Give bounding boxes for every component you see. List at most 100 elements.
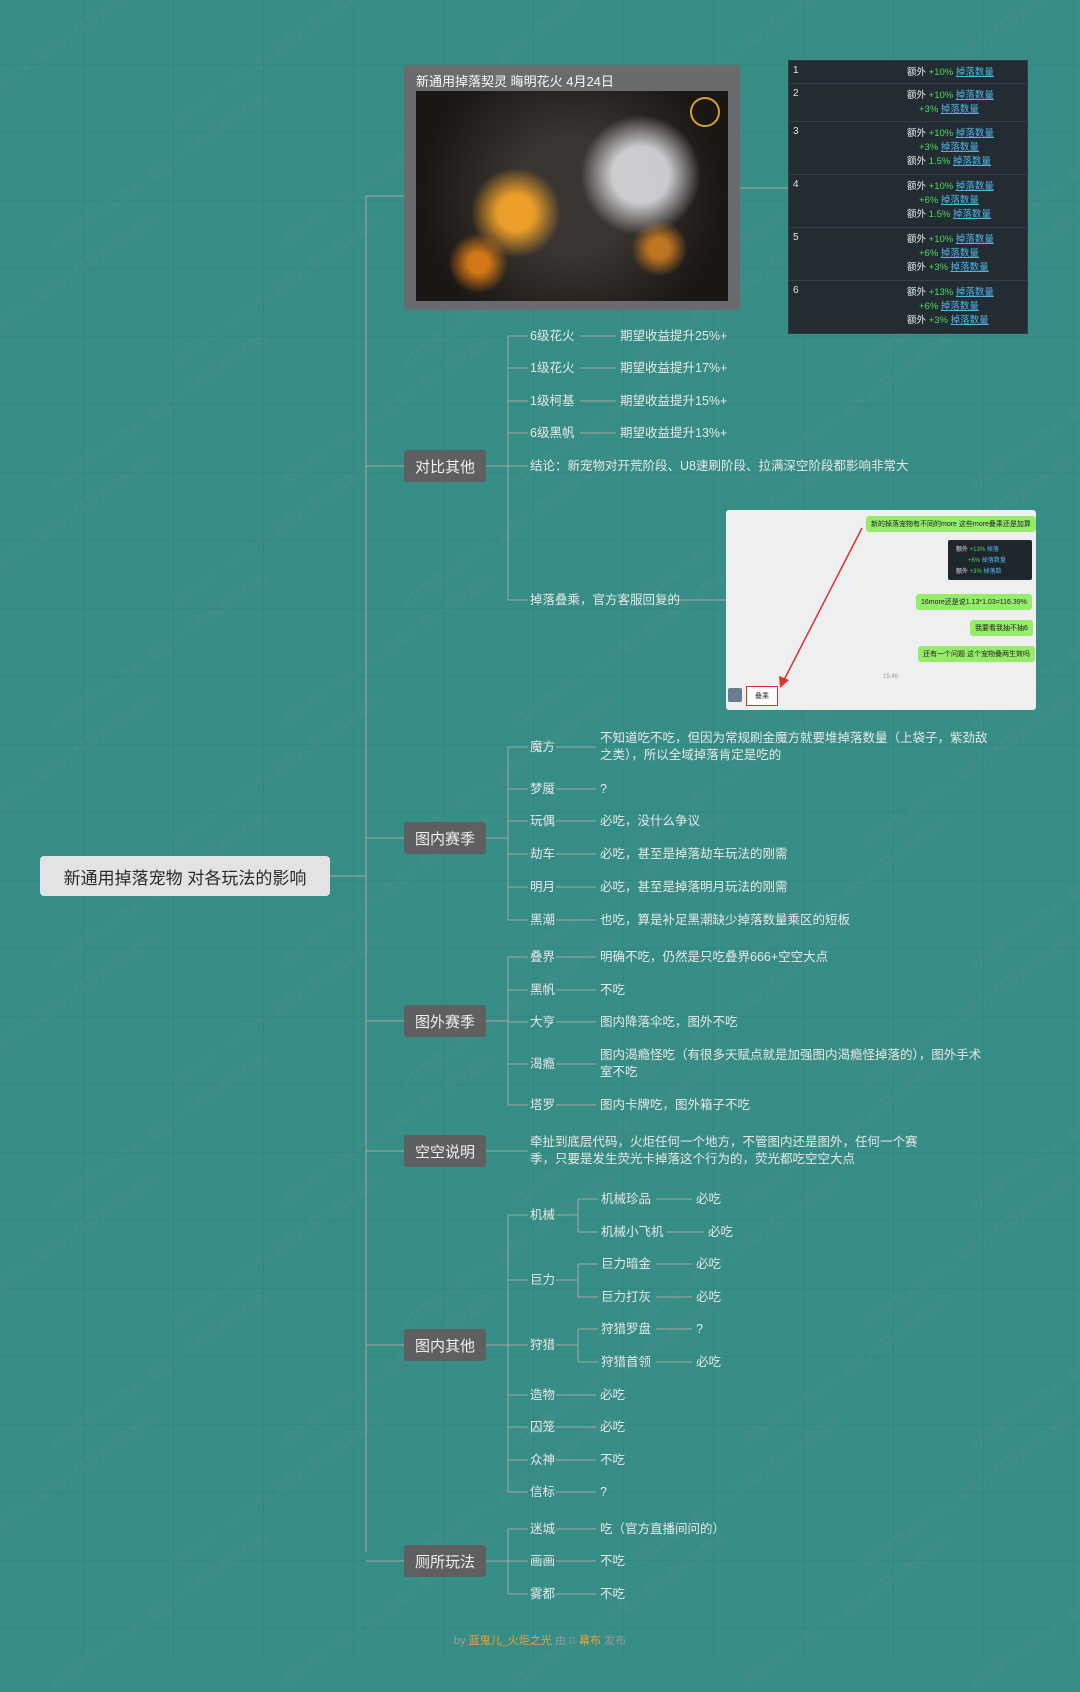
inother-key[interactable]: 信标 xyxy=(530,1485,556,1499)
compare-value[interactable]: 期望收益提升17%+ xyxy=(620,361,728,375)
compare-key[interactable]: 1级花火 xyxy=(530,361,575,375)
branch-outmap-season[interactable]: 图外赛季 xyxy=(404,1005,486,1037)
inmap-value[interactable]: 不知道吃不吃，但因为常规刷金魔方就要堆掉落数量（上袋子，紫劲敌之类），所以全域掉… xyxy=(600,731,988,762)
stats-percent: +6% xyxy=(919,301,939,312)
chat-message: 16more还是说1.13*1.03=116.39% xyxy=(916,594,1032,610)
inmap-value[interactable]: 必吃，甚至是掉落劫车玩法的刚需 xyxy=(600,847,788,861)
compare-key[interactable]: 6级花火 xyxy=(530,329,575,343)
stats-drop-link[interactable]: 掉落数量 xyxy=(952,209,991,220)
stats-drop-link[interactable]: 掉落数量 xyxy=(955,287,994,298)
inother-key[interactable]: 囚笼 xyxy=(530,1420,556,1434)
inother-value[interactable]: 必吃 xyxy=(696,1355,722,1369)
compare-stack-note[interactable]: 掉落叠乘，官方客服回复的 xyxy=(530,593,681,607)
toilet-key[interactable]: 雾都 xyxy=(530,1587,556,1601)
stats-percent: +3% xyxy=(919,142,939,153)
toilet-key[interactable]: 画画 xyxy=(530,1554,556,1568)
outmap-value[interactable]: 不吃 xyxy=(600,983,626,997)
branch-kongkong[interactable]: 空空说明 xyxy=(404,1135,486,1167)
inmap-value[interactable]: 必吃，甚至是掉落明月玩法的刚需 xyxy=(600,880,788,894)
inother-value[interactable]: 必吃 xyxy=(600,1420,626,1434)
stats-drop-link[interactable]: 掉落数量 xyxy=(940,195,979,206)
inother-value[interactable]: ? xyxy=(600,1485,607,1499)
stats-level: 5 xyxy=(793,232,799,243)
compare-conclusion[interactable]: 结论：新宠物对开荒阶段、U8速刷阶段、拉满深空阶段都影响非常大 xyxy=(530,459,909,473)
toilet-value[interactable]: 不吃 xyxy=(600,1587,626,1601)
stats-line: 额外 +10% 掉落数量 xyxy=(907,64,994,78)
inother-item[interactable]: 机械小飞机 xyxy=(601,1225,664,1239)
branch-toilet[interactable]: 厕所玩法 xyxy=(404,1545,486,1577)
chat-reply-highlight: 叠乘 xyxy=(746,686,778,706)
chat-message: 还有一个问题 这个宠物叠两生效吗 xyxy=(918,646,1035,662)
inother-item[interactable]: 机械珍品 xyxy=(601,1192,652,1206)
compare-value[interactable]: 期望收益提升15%+ xyxy=(620,394,728,408)
inmap-value[interactable]: 也吃，算是补足黑潮缺少掉落数量乘区的短板 xyxy=(600,913,851,927)
inother-key[interactable]: 造物 xyxy=(530,1388,556,1402)
inmap-key[interactable]: 明月 xyxy=(530,880,556,894)
toilet-value[interactable]: 吃（官方直播间问的） xyxy=(600,1522,726,1536)
stats-drop-link[interactable]: 掉落数量 xyxy=(950,315,989,326)
stats-drop-link[interactable]: 掉落数量 xyxy=(955,234,994,245)
inother-group[interactable]: 狩猎 xyxy=(530,1338,556,1352)
inother-group[interactable]: 机械 xyxy=(530,1208,556,1222)
inother-value[interactable]: ? xyxy=(696,1322,703,1336)
outmap-value[interactable]: 明确不吃，仍然是只吃叠界666+空空大点 xyxy=(600,950,829,964)
stats-drop-link[interactable]: 掉落数量 xyxy=(952,156,991,167)
inother-item[interactable]: 巨力打灰 xyxy=(601,1290,652,1304)
stats-drop-link[interactable]: 掉落数量 xyxy=(940,301,979,312)
inmap-value[interactable]: ? xyxy=(600,782,607,796)
compare-value[interactable]: 期望收益提升25%+ xyxy=(620,329,728,343)
compare-key[interactable]: 6级黑帆 xyxy=(530,426,575,440)
outmap-key[interactable]: 渴瘾 xyxy=(530,1057,556,1071)
inother-key[interactable]: 众神 xyxy=(530,1453,556,1467)
stats-drop-link[interactable]: 掉落数量 xyxy=(950,262,989,273)
kongkong-text[interactable]: 牵扯到底层代码，火炬任何一个地方，不管图内还是图外，任何一个赛季，只要是发生荧光… xyxy=(530,1135,918,1166)
stats-drop-link[interactable]: 掉落数量 xyxy=(940,104,979,115)
stats-drop-link[interactable]: 掉落数量 xyxy=(955,67,994,78)
toilet-value[interactable]: 不吃 xyxy=(600,1554,626,1568)
outmap-key[interactable]: 黑帆 xyxy=(530,983,556,997)
inother-value[interactable]: 必吃 xyxy=(696,1290,722,1304)
footer: by 蓝鬼儿_火炬之光 由 ⁝⁝ 幕布 发布 xyxy=(0,1632,1080,1648)
outmap-key[interactable]: 叠界 xyxy=(530,950,556,964)
compare-value[interactable]: 期望收益提升13%+ xyxy=(620,426,728,440)
inother-item[interactable]: 狩猎首领 xyxy=(601,1355,652,1369)
compare-key[interactable]: 1级柯基 xyxy=(530,394,575,408)
inmap-key[interactable]: 梦魇 xyxy=(530,782,556,796)
stats-line: 额外 +10% 掉落数量 xyxy=(907,231,994,245)
outmap-key[interactable]: 大亨 xyxy=(530,1015,556,1029)
branch-inmap-season[interactable]: 图内赛季 xyxy=(404,822,486,854)
stats-line: +3% 掉落数量 xyxy=(919,139,979,153)
stats-drop-link[interactable]: 掉落数量 xyxy=(955,90,994,101)
inother-value[interactable]: 必吃 xyxy=(696,1257,722,1271)
chat-time: 15:46 xyxy=(883,674,899,680)
outmap-key[interactable]: 塔罗 xyxy=(530,1098,556,1112)
inmap-key[interactable]: 劫车 xyxy=(530,847,556,861)
branch-compare[interactable]: 对比其他 xyxy=(404,450,486,482)
inother-item[interactable]: 巨力暗金 xyxy=(601,1257,652,1271)
stats-drop-link[interactable]: 掉落数量 xyxy=(940,248,979,259)
inmap-key[interactable]: 魔方 xyxy=(530,740,556,754)
outmap-value[interactable]: 图内渴瘾怪吃（有很多天赋点就是加强图内渴瘾怪掉落的），图外手术室不吃 xyxy=(600,1048,982,1079)
inother-value[interactable]: 必吃 xyxy=(696,1192,722,1206)
inother-item[interactable]: 狩猎罗盘 xyxy=(601,1322,652,1336)
inmap-key[interactable]: 玩偶 xyxy=(530,814,556,828)
stats-drop-link[interactable]: 掉落数量 xyxy=(955,128,994,139)
outmap-value[interactable]: 图内卡牌吃，图外箱子不吃 xyxy=(600,1098,751,1112)
footer-author-link[interactable]: 蓝鬼儿_火炬之光 xyxy=(468,1635,552,1647)
footer-brand-link[interactable]: 幕布 xyxy=(578,1635,601,1647)
inother-value[interactable]: 必吃 xyxy=(600,1388,626,1402)
inother-value[interactable]: 不吃 xyxy=(600,1453,626,1467)
inother-group[interactable]: 巨力 xyxy=(530,1273,556,1287)
inother-value[interactable]: 必吃 xyxy=(708,1225,734,1239)
inmap-value[interactable]: 必吃，没什么争议 xyxy=(600,814,701,828)
stats-drop-link[interactable]: 掉落数量 xyxy=(940,142,979,153)
inmap-key[interactable]: 黑潮 xyxy=(530,913,556,927)
root-node[interactable]: 新通用掉落宠物 对各玩法的影响 xyxy=(40,856,330,896)
toilet-key[interactable]: 迷城 xyxy=(530,1522,556,1536)
stats-line: +3% 掉落数量 xyxy=(919,101,979,115)
outmap-value[interactable]: 图内降落伞吃，图外不吃 xyxy=(600,1015,738,1029)
branch-inmap-other[interactable]: 图内其他 xyxy=(404,1329,486,1361)
stats-drop-link[interactable]: 掉落数量 xyxy=(955,181,994,192)
